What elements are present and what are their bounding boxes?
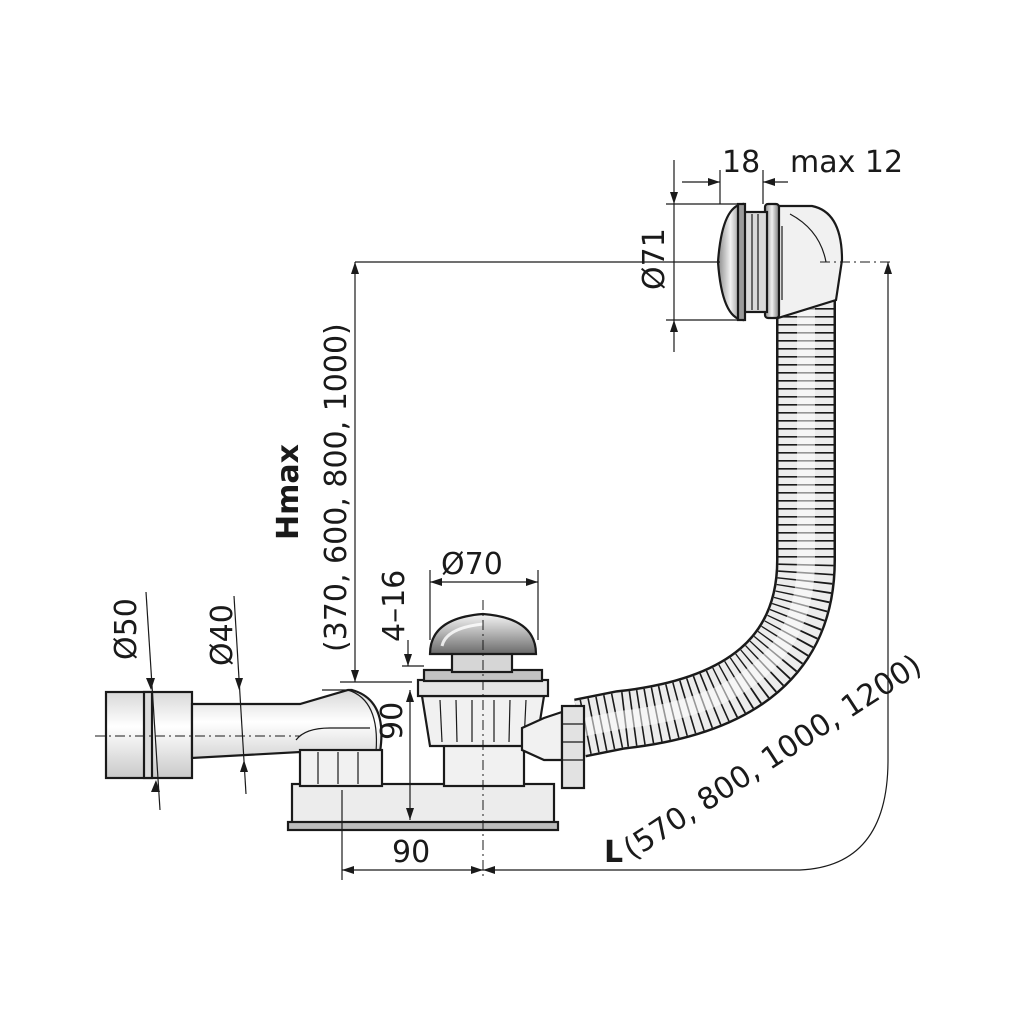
dim-outlet-inner bbox=[233, 595, 248, 795]
label-hmax-values: (370, 600, 800, 1000) bbox=[319, 323, 354, 652]
dim-hmax bbox=[340, 261, 720, 683]
overflow-cover bbox=[716, 202, 769, 322]
overflow-elbow bbox=[776, 204, 844, 320]
dim-overflow-diameter bbox=[666, 160, 738, 352]
label-plug-range: 4–16 bbox=[377, 570, 412, 642]
dim-plug-range bbox=[402, 640, 424, 667]
label-overflow-diameter: Ø71 bbox=[637, 228, 672, 290]
label-wall-max: max 12 bbox=[790, 145, 903, 180]
dim-plug-diameter bbox=[429, 570, 539, 640]
label-length: L bbox=[604, 835, 623, 870]
label-outlet-inner: Ø40 bbox=[205, 604, 240, 666]
label-trap-height: 90 bbox=[375, 702, 410, 740]
label-hmax: Hmax bbox=[271, 444, 306, 540]
label-plug-diameter: Ø70 bbox=[441, 547, 503, 582]
flexible-hose bbox=[574, 300, 836, 758]
dim-outlet-outer bbox=[145, 591, 161, 811]
dim-trap-offset bbox=[341, 790, 483, 880]
label-overflow-thickness: 18 bbox=[722, 145, 760, 180]
label-trap-offset: 90 bbox=[392, 835, 430, 870]
dim-overflow-thickness bbox=[682, 170, 788, 204]
trap-base bbox=[286, 740, 560, 832]
dim-trap-height bbox=[406, 690, 414, 820]
label-outlet-outer: Ø50 bbox=[109, 598, 144, 660]
dim-length bbox=[483, 262, 892, 874]
drain-side-connector bbox=[520, 704, 586, 790]
